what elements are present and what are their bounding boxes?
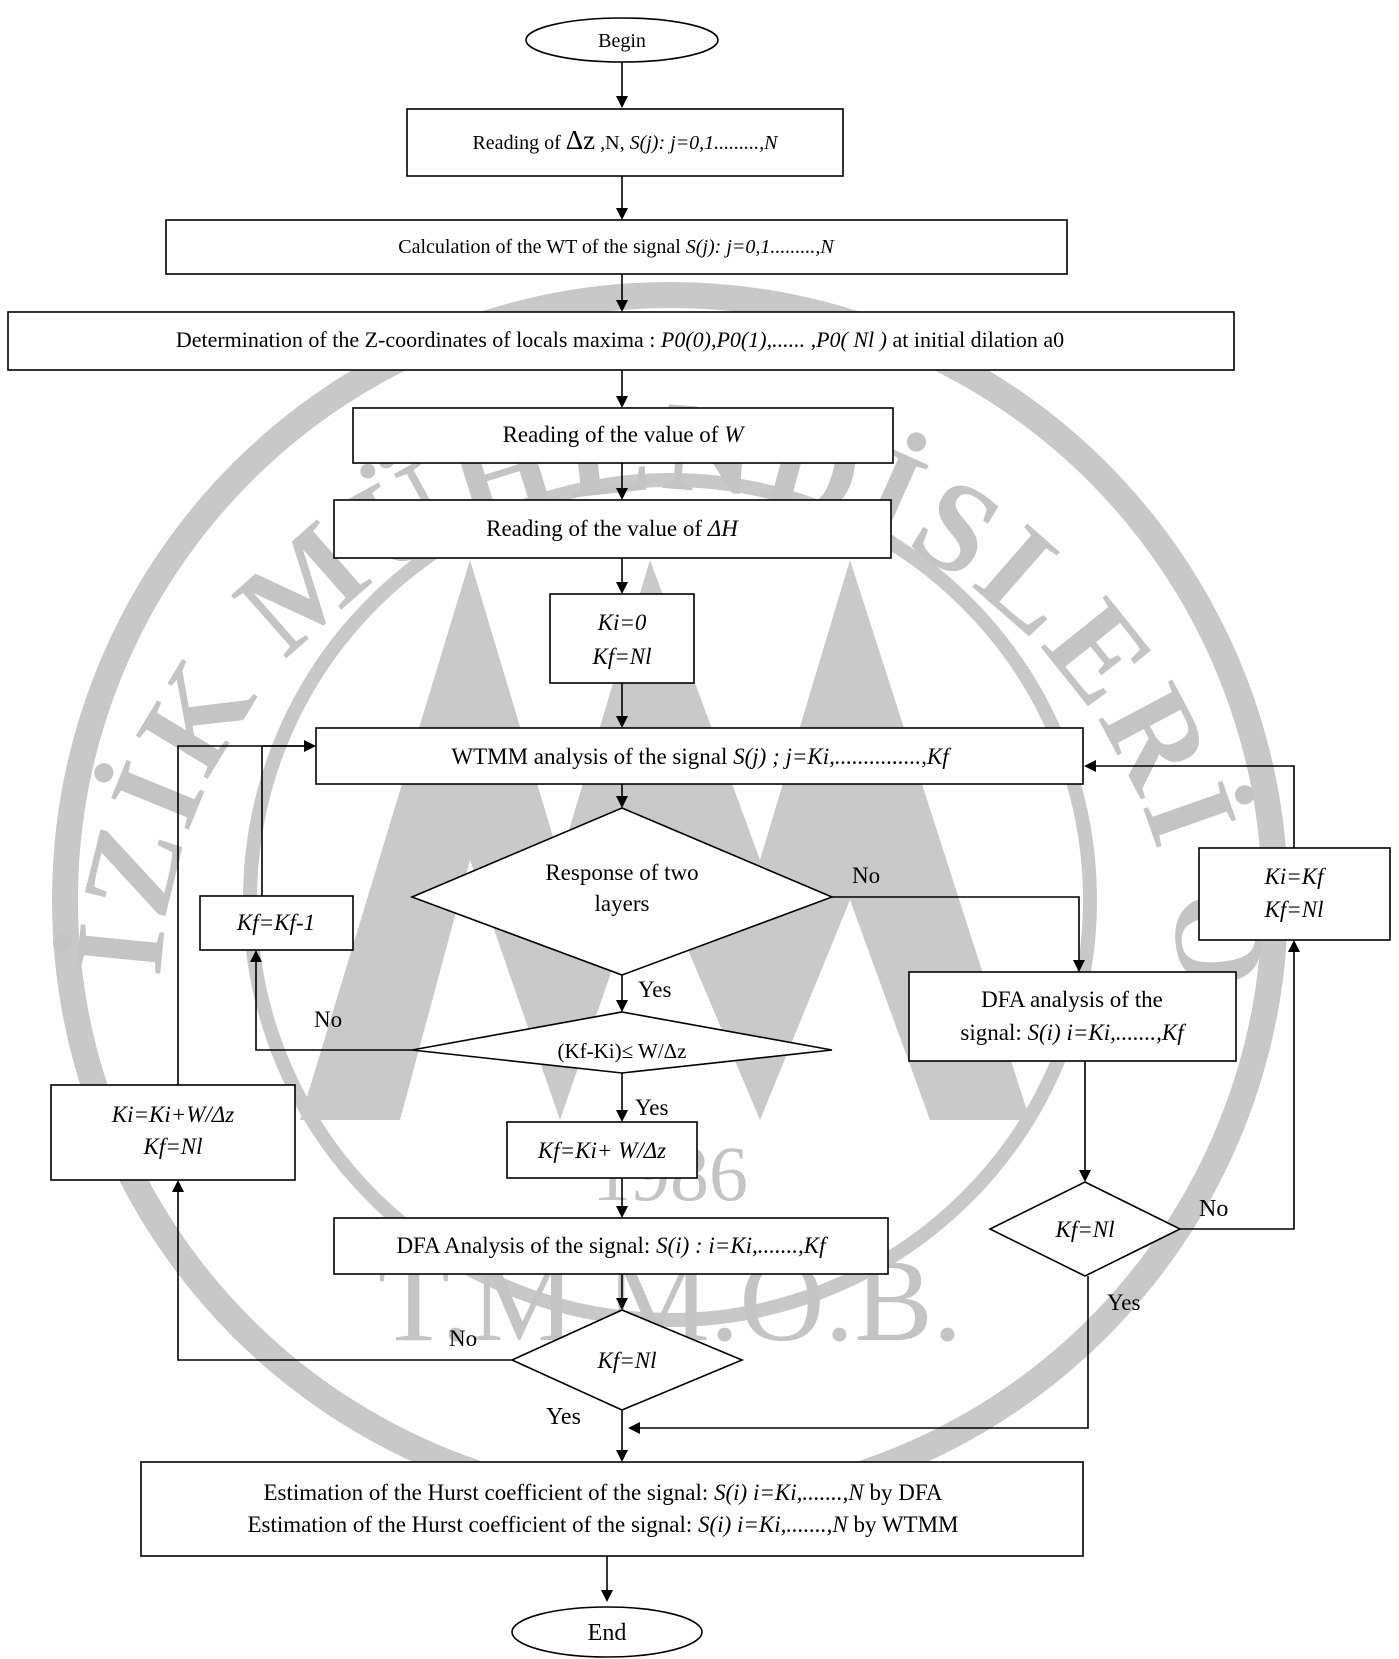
edge-kikf-wtmm: [1096, 765, 1295, 848]
response-no-label: No: [852, 863, 880, 888]
arrowhead: [172, 1180, 184, 1192]
init-box: Ki=0 Kf=Nl: [549, 593, 695, 684]
svg-text:Kf=Nl: Kf=Nl: [592, 644, 652, 669]
svg-text:signal: S(i) i=Ki,.......,Kf: signal: S(i) i=Ki,.......,Kf: [960, 1020, 1187, 1045]
estimation-box: Estimation of the Hurst coefficient of t…: [140, 1461, 1084, 1557]
edge-center-no: [177, 1192, 512, 1361]
svg-text:Kf=Kf-1: Kf=Kf-1: [236, 910, 315, 935]
svg-text:Ki=Ki+W/Δz: Ki=Ki+W/Δz: [111, 1102, 235, 1127]
svg-text:Response of two: Response of two: [545, 860, 698, 885]
edges: [172, 62, 1300, 1602]
kf-eq-center-decision: Kf=Nl: [510, 1309, 745, 1411]
arrowhead: [616, 716, 628, 728]
wt-calculation-box: Calculation of the WT of the signal S(j)…: [165, 219, 1068, 275]
svg-text:Estimation of the Hurst coeffi: Estimation of the Hurst coefficient of t…: [248, 1512, 959, 1537]
svg-text:Kf=Nl: Kf=Nl: [1055, 1217, 1115, 1242]
kf-eq-right-decision: Kf=Nl: [988, 1181, 1182, 1277]
arrowhead: [1288, 940, 1300, 952]
svg-text:Kf=Ki+ W/Δz: Kf=Ki+ W/Δz: [537, 1138, 666, 1163]
arrowhead: [616, 1110, 628, 1122]
svg-text:Kf=Nl: Kf=Nl: [597, 1348, 657, 1373]
svg-text:Reading of the value of ΔH: Reading of the value of ΔH: [486, 516, 739, 541]
end-terminal: End: [511, 1606, 703, 1658]
arrowhead: [1073, 960, 1085, 972]
arrowhead: [616, 96, 628, 108]
ki-kf-right-box: Ki=Kf Kf=Nl: [1198, 847, 1391, 941]
svg-text:Determination of the Z-coordin: Determination of the Z-coordinates of lo…: [176, 327, 1064, 352]
svg-text:DFA Analysis of the signal: S(: DFA Analysis of the signal: S(i) : i=Ki,…: [396, 1233, 829, 1258]
arrowhead: [616, 1298, 628, 1310]
svg-text:End: End: [588, 1620, 627, 1646]
edge-kiupdate-wtmm: [177, 745, 304, 1085]
ki-update-box: Ki=Ki+W/Δz Kf=Nl: [50, 1084, 296, 1181]
edge-response-no: [832, 896, 1080, 960]
condition-no-label: No: [314, 1007, 342, 1032]
svg-text:Kf=Nl: Kf=Nl: [143, 1134, 203, 1159]
maxima-determination-box: Determination of the Z-coordinates of lo…: [7, 311, 1235, 371]
arrowhead: [616, 582, 628, 594]
edge-condition-no: [255, 962, 412, 1051]
arrowhead: [616, 1000, 628, 1012]
svg-text:(Kf-Ki)≤ W/Δz: (Kf-Ki)≤ W/Δz: [557, 1039, 686, 1063]
dfa-center-box: DFA Analysis of the signal: S(i) : i=Ki,…: [333, 1217, 889, 1275]
arrowhead: [628, 1422, 640, 1434]
arrowhead: [616, 796, 628, 808]
edge-right-yes: [640, 1276, 1089, 1429]
right-yes-label: Yes: [1107, 1290, 1141, 1315]
center-yes-label: Yes: [546, 1404, 581, 1430]
arrowhead: [616, 300, 628, 312]
reading-input-box: Reading of Δz ,N, S(j): j=0,1.........,N: [406, 108, 844, 177]
condition-decision: (Kf-Ki)≤ W/Δz: [411, 1011, 833, 1074]
svg-text:WTMM analysis of the signal S(: WTMM analysis of the signal S(j) ; j=Ki,…: [451, 744, 952, 769]
arrowhead: [616, 208, 628, 220]
center-no-label: No: [449, 1326, 477, 1351]
arrowhead: [616, 1450, 628, 1462]
svg-text:Reading of the value of W: Reading of the value of W: [503, 422, 746, 447]
arrowhead: [601, 1590, 613, 1602]
response-decision: Response of two layers: [409, 807, 835, 976]
arrowhead: [1079, 1170, 1091, 1182]
svg-text:layers: layers: [595, 891, 650, 916]
read-w-box: Reading of the value of W: [352, 407, 894, 464]
svg-text:DFA analysis of the: DFA analysis of the: [981, 987, 1163, 1012]
kf-minus-box: Kf=Kf-1: [199, 895, 354, 951]
response-yes-label: Yes: [638, 977, 672, 1002]
read-delta-h-box: Reading of the value of ΔH: [333, 499, 892, 559]
arrowhead: [616, 396, 628, 408]
edge-right-no: [1180, 952, 1295, 1230]
right-no-label: No: [1199, 1196, 1228, 1222]
svg-text:Estimation of the Hurst coeffi: Estimation of the Hurst coefficient of t…: [263, 1480, 942, 1505]
kf-plus-box: Kf=Ki+ W/Δz: [506, 1121, 698, 1179]
edge-labels: No Yes No Yes No Yes No Yes: [314, 863, 1228, 1430]
dfa-right-box: DFA analysis of the signal: S(i) i=Ki,..…: [908, 971, 1237, 1062]
svg-text:Reading of Δz ,N, S(j): j=0,1.: Reading of Δz ,N, S(j): j=0,1.........,N: [472, 125, 779, 155]
svg-text:Calculation of the WT of the s: Calculation of the WT of the signal S(j)…: [398, 236, 835, 258]
svg-text:Begin: Begin: [598, 30, 646, 52]
svg-text:Ki=0: Ki=0: [597, 610, 647, 635]
begin-terminal: Begin: [525, 17, 719, 63]
arrowhead: [616, 1206, 628, 1218]
arrowhead: [304, 740, 316, 752]
svg-text:Ki=Kf: Ki=Kf: [1264, 864, 1328, 889]
arrowhead: [1084, 760, 1096, 772]
arrowhead: [250, 950, 262, 962]
condition-yes-label: Yes: [635, 1095, 669, 1120]
arrowhead: [616, 488, 628, 500]
svg-text:Kf=Nl: Kf=Nl: [1264, 897, 1324, 922]
wtmm-analysis-box: WTMM analysis of the signal S(j) ; j=Ki,…: [315, 727, 1084, 785]
